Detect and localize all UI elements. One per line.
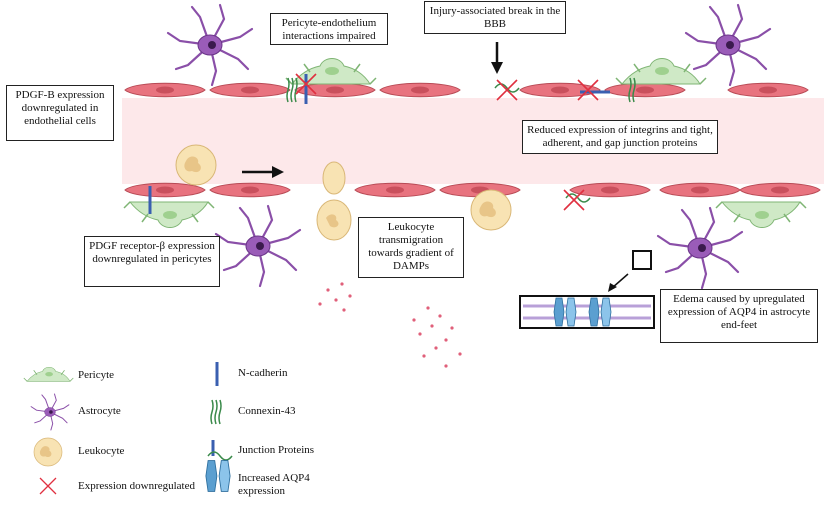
x-mark-bottom xyxy=(563,189,585,211)
legend-label-astrocyte: Astrocyte xyxy=(78,405,121,417)
leukocyte-transmigrating xyxy=(316,161,352,241)
legend-label-aqp4-line1: Increased AQP4 xyxy=(238,472,310,484)
legend-pericyte-icon xyxy=(23,366,74,382)
legend-label-aqp4-line2: expression xyxy=(238,485,286,497)
vessel-lumen xyxy=(122,98,824,184)
aqp4-zoom-box xyxy=(632,250,652,270)
legend-label-n-cadherin: N-cadherin xyxy=(238,367,288,379)
damp-particles xyxy=(318,282,462,368)
legend-label-expression-downregulated: Expression downregulated xyxy=(78,480,195,492)
pericyte-top-right xyxy=(615,57,707,85)
callout-pericyte-endothelium: Pericyte-endothelium interactions impair… xyxy=(270,13,388,45)
legend-label-connexin43: Connexin-43 xyxy=(238,405,296,417)
callout-injury-break: Injury-associated break in the BBB xyxy=(424,1,566,34)
astrocyte-bottom xyxy=(214,204,302,288)
aqp4-zoom-arrow xyxy=(608,273,629,292)
endothelial-row-bottom xyxy=(124,182,821,198)
legend-label-pericyte: Pericyte xyxy=(78,369,115,381)
leukocyte-in-lumen xyxy=(175,144,217,186)
pericyte-top-impaired xyxy=(285,57,377,85)
break-arrow xyxy=(491,42,503,74)
callout-leukocyte-transmigration: Leukocyte transmigration towards gradien… xyxy=(358,217,464,278)
callout-pdgfb: PDGF-B expression downregulated in endot… xyxy=(6,85,114,141)
astrocyte-aqp4 xyxy=(656,206,744,290)
x-mark-break xyxy=(496,79,518,101)
callout-edema: Edema caused by upregulated expression o… xyxy=(660,289,818,343)
legend-aqp4-icon xyxy=(205,460,231,492)
legend-connexin-icon xyxy=(210,399,222,425)
legend-x-icon xyxy=(39,477,57,495)
legend-junction-icon xyxy=(207,440,233,461)
legend-label-leukocyte: Leukocyte xyxy=(78,445,125,457)
callout-integrins: Reduced expression of integrins and tigh… xyxy=(522,120,718,154)
endothelial-row-top xyxy=(124,82,809,98)
legend-leukocyte-icon xyxy=(33,437,63,467)
pericyte-bottom-right xyxy=(715,201,807,229)
migration-arrow xyxy=(242,166,284,178)
legend-label-junction-proteins: Junction Proteins xyxy=(238,444,315,456)
callout-pdgfr: PDGF receptor-β expression downregulated… xyxy=(84,236,220,287)
astrocyte-top-left xyxy=(166,3,254,87)
leukocyte-outside xyxy=(470,189,512,231)
legend-astrocyte-icon xyxy=(30,393,70,431)
astrocyte-top-right xyxy=(684,3,772,87)
pericyte-bottom-left xyxy=(123,201,215,229)
aqp4-membrane-inset xyxy=(519,295,655,329)
